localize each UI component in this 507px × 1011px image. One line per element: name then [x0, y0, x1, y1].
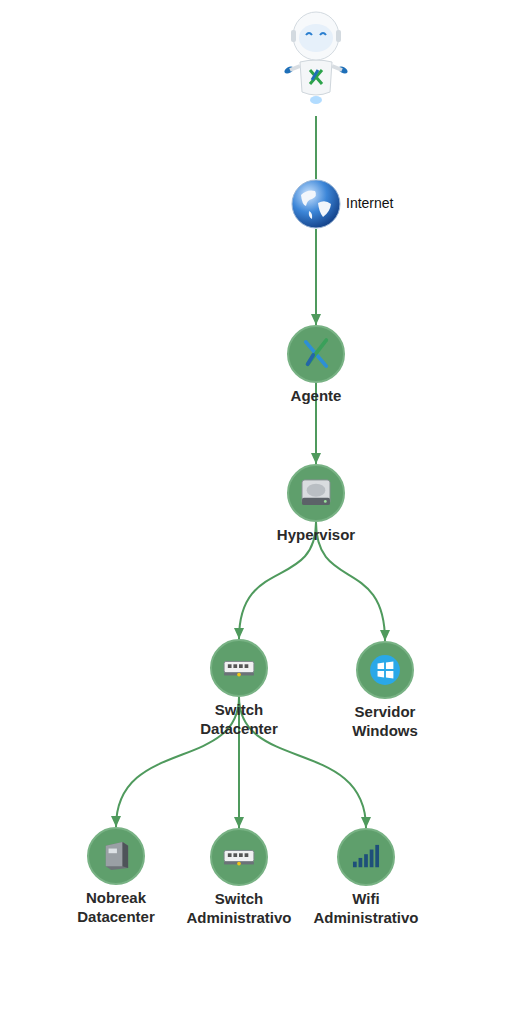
device-circle: Agente — [287, 325, 345, 383]
device-icon — [289, 327, 343, 381]
node-label: Servidor Windows — [325, 702, 445, 740]
node-label: Wifi Administrativo — [306, 889, 426, 927]
device-circle: Servidor Windows — [356, 641, 414, 699]
robot-wire — [315, 116, 317, 179]
link-arrow — [315, 229, 317, 325]
device-icon — [212, 641, 266, 695]
device-icon — [291, 179, 341, 229]
node-label: Nobreak Datacenter — [56, 888, 176, 926]
robot-mascot — [283, 12, 349, 104]
device-circle: Wifi Administrativo — [337, 828, 395, 886]
device-icon — [89, 829, 143, 883]
node-label: Switch Administrativo — [179, 889, 299, 927]
internet-globe: Internet — [291, 179, 341, 229]
device-circle: Switch Datacenter — [210, 639, 268, 697]
device-circle: Switch Administrativo — [210, 828, 268, 886]
node-label: Internet — [346, 194, 393, 213]
node-label: Hypervisor — [256, 525, 376, 544]
node-label: Agente — [256, 386, 376, 405]
device-icon — [339, 830, 393, 884]
device-circle: Nobreak Datacenter — [87, 827, 145, 885]
device-icon — [358, 643, 412, 697]
device-icon — [289, 466, 343, 520]
device-icon — [212, 830, 266, 884]
device-circle: Hypervisor — [287, 464, 345, 522]
node-label: Switch Datacenter — [179, 700, 299, 738]
